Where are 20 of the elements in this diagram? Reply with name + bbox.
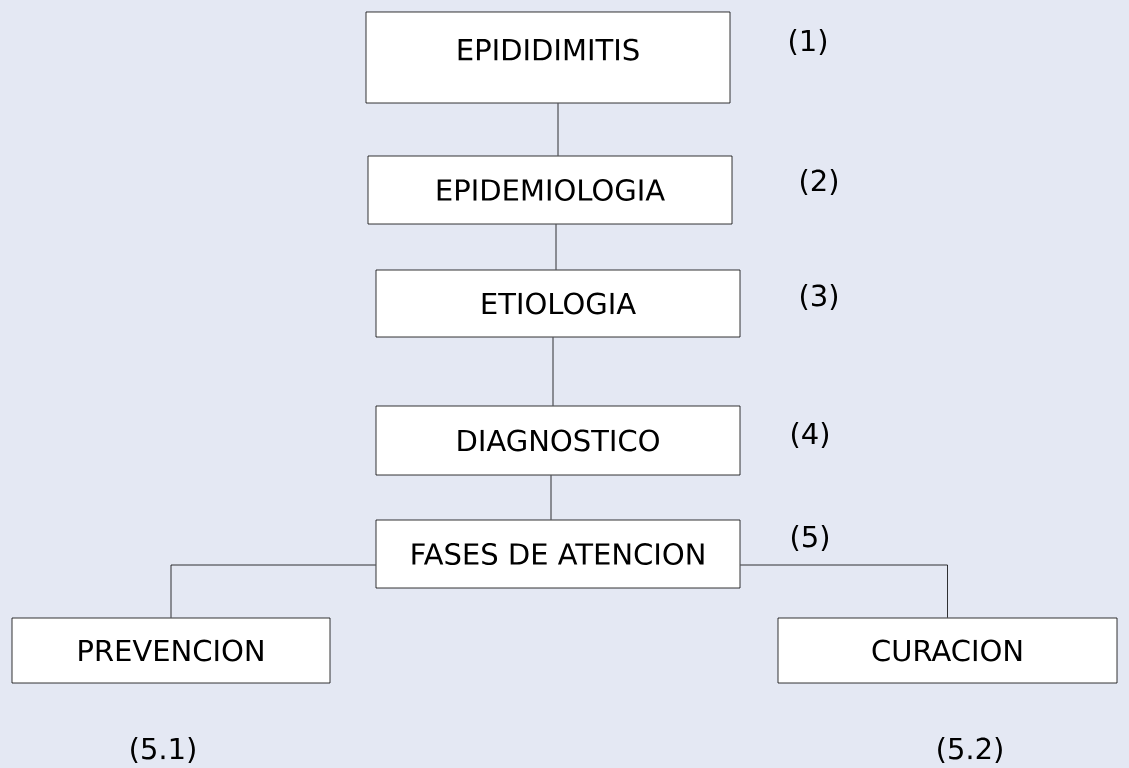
step-number: (4) [791,422,829,448]
step-number: (5.1) [131,737,195,763]
process-box: DIAGNOSTICO [375,405,741,476]
step-number: (2) [800,169,838,195]
process-box: ETIOLOGIA [375,269,741,338]
connector-line [555,224,557,270]
process-box: FASES DE ATENCION [375,519,741,589]
step-number: (3) [800,284,838,310]
connector-line [552,337,554,406]
process-box: EPIDEMIOLOGIA [367,155,733,225]
step-number: (5) [791,525,829,551]
step-number: (1) [789,29,827,55]
connector-line [740,564,948,618]
connector-line [557,103,559,156]
connector-line [170,564,376,618]
process-box: PREVENCION [11,617,331,684]
connector-line [550,475,552,520]
process-box: CURACION [777,617,1118,684]
process-box: EPIDIDIMITIS [365,11,731,104]
step-number: (5.2) [938,737,1002,763]
